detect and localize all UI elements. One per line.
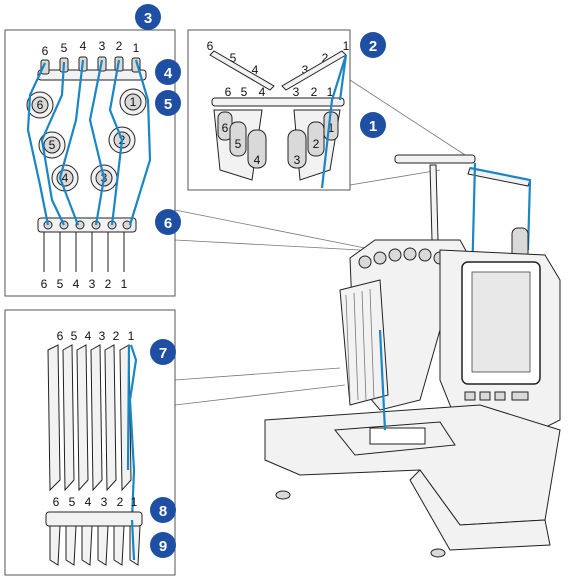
guide-number: 5 xyxy=(61,41,68,55)
needle-bar-covers xyxy=(47,344,132,492)
rail-number: 5 xyxy=(241,85,248,99)
needle-number: 6 xyxy=(53,495,60,509)
bar-number: 1 xyxy=(128,329,135,343)
disc-number: 4 xyxy=(62,171,69,185)
spool-number: 6 xyxy=(222,121,229,135)
guide-number: 1 xyxy=(343,39,350,53)
needle-number: 3 xyxy=(101,495,108,509)
svg-text:6: 6 xyxy=(164,215,172,232)
needle-number: 1 xyxy=(131,495,138,509)
inset-needle-bars: 6 5 4 3 2 1 6 5 4 3 2 1 xyxy=(4,309,176,576)
svg-text:2: 2 xyxy=(369,38,377,55)
step-badge-2: 2 xyxy=(360,32,386,58)
needle-number: 4 xyxy=(85,495,92,509)
step-badge-6: 6 xyxy=(155,209,181,235)
spool-number: 1 xyxy=(328,121,335,135)
bar-number: 6 xyxy=(57,329,64,343)
guide-number: 2 xyxy=(116,39,123,53)
bar-number: 5 xyxy=(71,329,78,343)
bar-number: 4 xyxy=(85,329,92,343)
guide-number: 3 xyxy=(99,39,106,53)
needle-number: 2 xyxy=(105,277,112,291)
disc-number: 1 xyxy=(130,95,137,109)
disc-number: 6 xyxy=(37,98,44,112)
svg-text:1: 1 xyxy=(369,118,377,135)
step-badge-7: 7 xyxy=(150,339,176,365)
rail-number: 4 xyxy=(259,85,266,99)
needle-clamps xyxy=(45,511,143,566)
needle-number: 5 xyxy=(69,495,76,509)
needle-number: 4 xyxy=(73,277,80,291)
leader-lines xyxy=(174,79,466,406)
rail-number: 2 xyxy=(311,85,318,99)
spool-number: 5 xyxy=(235,137,242,151)
svg-text:3: 3 xyxy=(144,10,152,27)
step-badge-4: 4 xyxy=(155,59,181,85)
svg-text:8: 8 xyxy=(159,503,167,520)
guide-number: 4 xyxy=(80,39,87,53)
rail-number: 6 xyxy=(225,85,232,99)
rail-number: 1 xyxy=(327,85,334,99)
guide-number: 6 xyxy=(42,44,49,58)
svg-text:5: 5 xyxy=(164,96,172,113)
bar-number: 3 xyxy=(99,329,106,343)
embroidery-machine-icon xyxy=(264,154,561,558)
thread-spool-icon xyxy=(213,109,341,181)
upper-thread-guides xyxy=(37,56,147,81)
svg-text:7: 7 xyxy=(159,345,167,362)
step-badge-3: 3 xyxy=(135,4,161,30)
step-badge-5: 5 xyxy=(155,90,181,116)
svg-text:4: 4 xyxy=(164,65,173,82)
guide-number: 5 xyxy=(230,51,237,65)
needle-number: 3 xyxy=(89,277,96,291)
guide-number: 1 xyxy=(133,41,140,55)
disc-number: 5 xyxy=(49,138,56,152)
step-badge-8: 8 xyxy=(150,497,176,523)
spool-number: 2 xyxy=(313,137,320,151)
needle-number: 6 xyxy=(41,277,48,291)
bar-number: 2 xyxy=(113,329,120,343)
guide-number: 3 xyxy=(302,63,309,77)
rail-number: 3 xyxy=(293,85,300,99)
step-badge-9: 9 xyxy=(150,532,176,558)
step-badges: 1 2 3 4 5 6 7 8 9 xyxy=(135,4,386,558)
guide-number: 4 xyxy=(252,63,259,77)
guide-number: 6 xyxy=(207,39,214,53)
inset-thread-guides: 6 5 4 3 2 1 6 5 4 3 2 1 xyxy=(4,29,176,297)
step-badge-1: 1 xyxy=(360,112,386,138)
spool-number: 3 xyxy=(294,153,301,167)
needle-number: 5 xyxy=(57,277,64,291)
spool-number: 4 xyxy=(254,153,261,167)
needle-number: 1 xyxy=(121,277,128,291)
guide-number: 2 xyxy=(322,51,329,65)
thread-paths xyxy=(26,59,152,226)
svg-text:9: 9 xyxy=(159,538,167,555)
inset-spool-stand: 6 5 4 3 2 1 6 5 4 3 2 1 6 5 4 3 2 1 xyxy=(187,29,351,191)
needle-number: 2 xyxy=(117,495,124,509)
